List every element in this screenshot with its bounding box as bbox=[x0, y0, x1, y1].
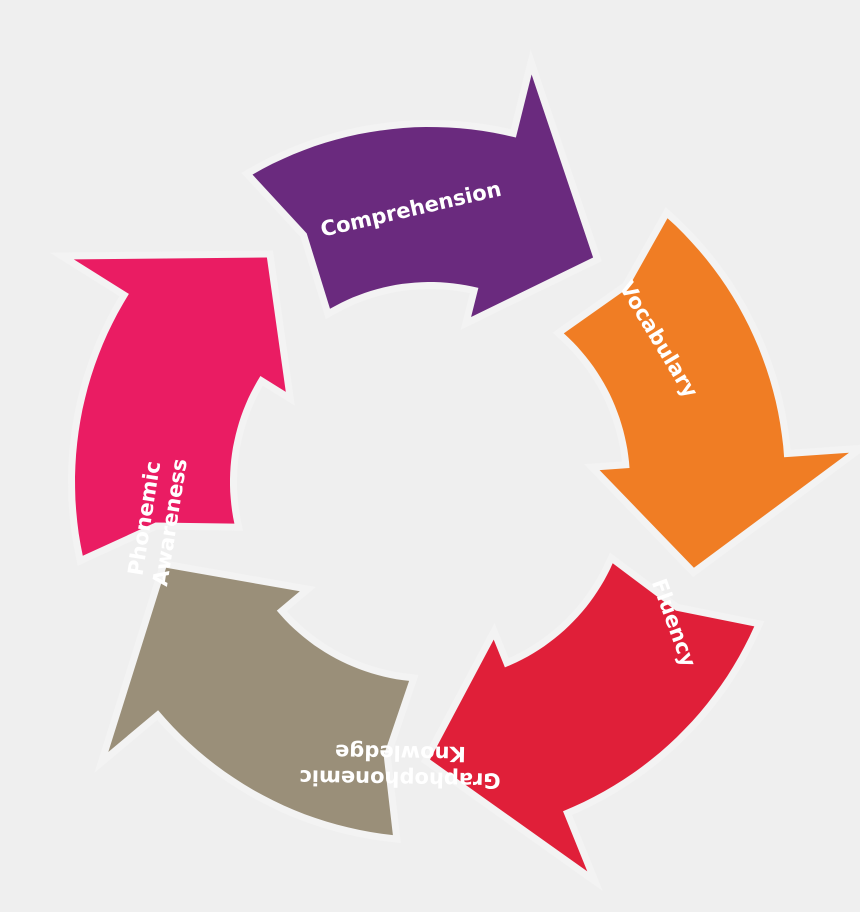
graphophonemic-knowledge-arrow bbox=[94, 559, 419, 844]
comprehension-arrow bbox=[241, 49, 602, 330]
graphophonemic-knowledge-label: GraphophonemicKnowledge bbox=[299, 739, 501, 793]
fluency-arrow bbox=[420, 552, 765, 891]
graphophonemic-knowledge-label-line: Graphophonemic bbox=[299, 765, 501, 793]
graphophonemic-knowledge-label-line: Knowledge bbox=[335, 740, 466, 766]
vocabulary-arrow bbox=[552, 207, 860, 578]
phonemic-awareness-arrow bbox=[49, 250, 295, 566]
arrows-layer bbox=[49, 49, 860, 891]
